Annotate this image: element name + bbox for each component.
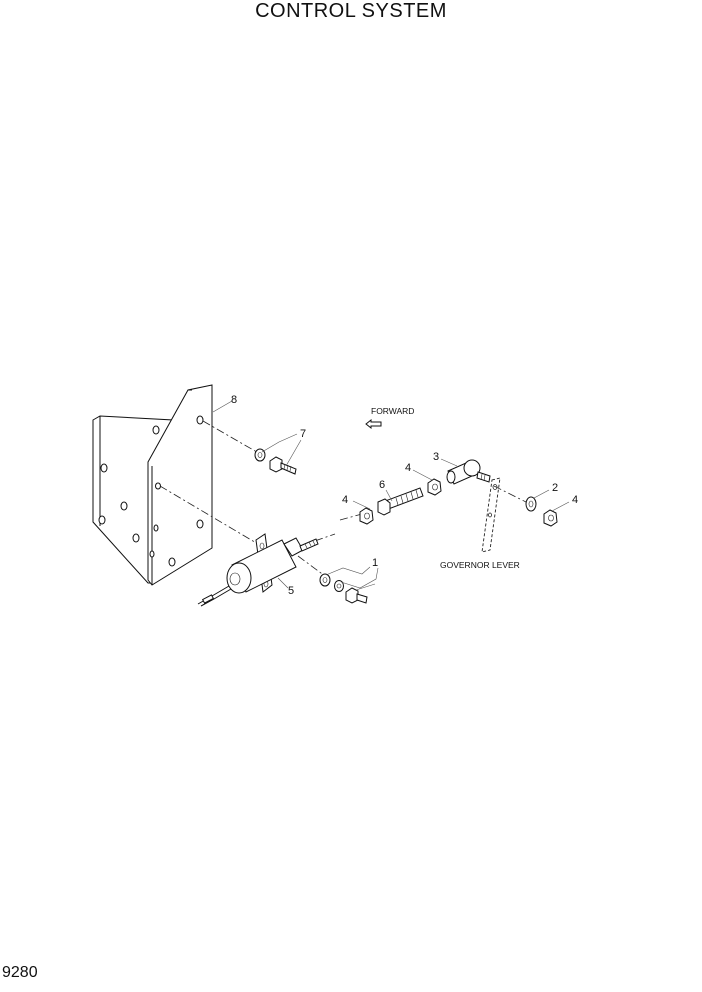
callout-5: 5 (288, 585, 294, 597)
callout-3: 3 (433, 451, 439, 463)
washer-2 (525, 496, 537, 512)
nut-4-middle (427, 478, 442, 496)
governor-lever (481, 477, 501, 553)
callout-6: 6 (379, 479, 385, 491)
governor-lever-label: GOVERNOR LEVER (440, 560, 520, 570)
stop-solenoid (197, 533, 319, 607)
forward-label: FORWARD (371, 406, 414, 416)
forward-arrow-icon (365, 418, 382, 430)
mounting-bracket (92, 384, 213, 586)
ball-joint (446, 459, 491, 485)
bolt-washer-set-1 (319, 573, 368, 604)
page-title: CONTROL SYSTEM (255, 0, 447, 22)
bolt-washer-set-7 (254, 448, 297, 475)
callout-8: 8 (231, 394, 237, 406)
callout-7: 7 (300, 428, 306, 440)
callout-4-middle: 4 (405, 462, 411, 474)
nut-4-right (543, 509, 558, 527)
nut-4-left (359, 507, 374, 525)
callout-4-right: 4 (572, 494, 578, 506)
callout-4-left: 4 (342, 494, 348, 506)
callout-2: 2 (552, 482, 558, 494)
page-number: 9280 (2, 964, 38, 981)
adjusting-rod (377, 487, 424, 516)
callout-1: 1 (372, 557, 378, 569)
